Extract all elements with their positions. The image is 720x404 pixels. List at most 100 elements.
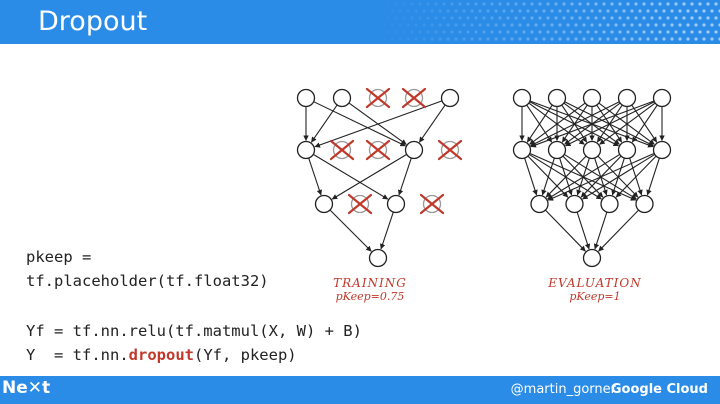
header-dot <box>562 2 566 6</box>
header-dot <box>474 2 478 6</box>
network-edge <box>397 157 412 196</box>
header-dot <box>674 2 678 6</box>
header-dot <box>402 16 406 20</box>
header-dot <box>398 23 402 27</box>
next-event-logo: Ne✕t <box>2 378 51 398</box>
neuron <box>440 88 460 108</box>
header-dot <box>414 23 418 27</box>
header-dot <box>686 23 690 27</box>
header-dot <box>594 30 598 34</box>
neuron <box>368 248 388 268</box>
header-dot <box>414 9 418 13</box>
header-dot <box>542 37 546 41</box>
header-dot <box>398 37 402 41</box>
header-dot <box>598 9 602 13</box>
header-dot <box>586 16 590 20</box>
header-dot <box>614 23 618 27</box>
header-dot <box>682 30 686 34</box>
header-dot <box>534 23 538 27</box>
evaluation-caption: EVALUATION <box>548 276 642 290</box>
training-caption: TRAINING <box>333 276 407 290</box>
header-dot <box>686 37 690 41</box>
header-dot <box>474 16 478 20</box>
network-edge <box>329 209 372 252</box>
header-dot <box>702 9 706 13</box>
header-dot <box>398 9 402 13</box>
network-edge <box>310 104 338 143</box>
header-dot <box>706 16 710 20</box>
network-edge <box>529 102 586 145</box>
header-dot <box>590 23 594 27</box>
header-dot <box>510 37 514 41</box>
header-dot <box>606 23 610 27</box>
header-dot <box>626 16 630 20</box>
header-dot <box>510 9 514 13</box>
network-edge <box>308 157 323 196</box>
neuron <box>547 140 567 160</box>
header-dot <box>634 16 638 20</box>
twitter-handle: @martin_gorner <box>510 382 616 397</box>
header-dot <box>670 23 674 27</box>
header-dot <box>690 30 694 34</box>
header-dot <box>658 30 662 34</box>
header-dot <box>518 23 522 27</box>
header-dot <box>690 2 694 6</box>
header-dot <box>430 23 434 27</box>
code-line-4-prefix: Y = tf.nn. <box>26 346 129 364</box>
header-dot <box>526 23 530 27</box>
header-dot <box>658 16 662 20</box>
header-dot <box>526 37 530 41</box>
header-dot <box>638 9 642 13</box>
header-dot <box>582 9 586 13</box>
header-dot <box>430 9 434 13</box>
header-dot <box>654 23 658 27</box>
header-dot <box>662 23 666 27</box>
header-dot <box>514 16 518 20</box>
network-edge <box>615 155 657 198</box>
header-dot <box>438 23 442 27</box>
header-dot <box>646 37 650 41</box>
header-dot <box>486 9 490 13</box>
header-dot <box>482 2 486 6</box>
header-dot <box>590 9 594 13</box>
neuron <box>332 88 352 108</box>
header-dot <box>702 37 706 41</box>
header-dot <box>646 23 650 27</box>
header-dot <box>642 16 646 20</box>
header-dot <box>554 16 558 20</box>
header-dot <box>578 2 582 6</box>
header-dot <box>654 37 658 41</box>
header-dot <box>602 2 606 6</box>
header-dot <box>550 37 554 41</box>
header-dot <box>514 2 518 6</box>
network-edge <box>547 153 621 200</box>
header-dot <box>614 9 618 13</box>
neuron <box>296 88 316 108</box>
neuron <box>652 88 672 108</box>
neuron <box>404 140 424 160</box>
header-dot <box>542 9 546 13</box>
code-line-3: Yf = tf.nn.relu(tf.matmul(X, W) + B) <box>26 322 362 340</box>
header-dot <box>446 23 450 27</box>
header-dot <box>698 16 702 20</box>
header-dot <box>518 37 522 41</box>
header-dot <box>470 37 474 41</box>
dropout-cross-icon <box>329 139 355 161</box>
header-dot <box>570 30 574 34</box>
network-edge <box>582 153 656 200</box>
header-dot <box>702 23 706 27</box>
neuron <box>530 194 549 214</box>
header-dot <box>554 30 558 34</box>
evaluation-subcaption: pKeep=1 <box>569 290 621 303</box>
header-dot <box>646 9 650 13</box>
header-dot <box>446 37 450 41</box>
dropout-cross-icon <box>401 87 427 109</box>
header-dot <box>434 16 438 20</box>
neuron <box>314 194 334 214</box>
network-edge <box>541 157 555 196</box>
network-edge <box>598 209 639 252</box>
neuron <box>547 88 567 108</box>
header-dot <box>694 9 698 13</box>
header-dot <box>494 9 498 13</box>
header-dot <box>402 30 406 34</box>
